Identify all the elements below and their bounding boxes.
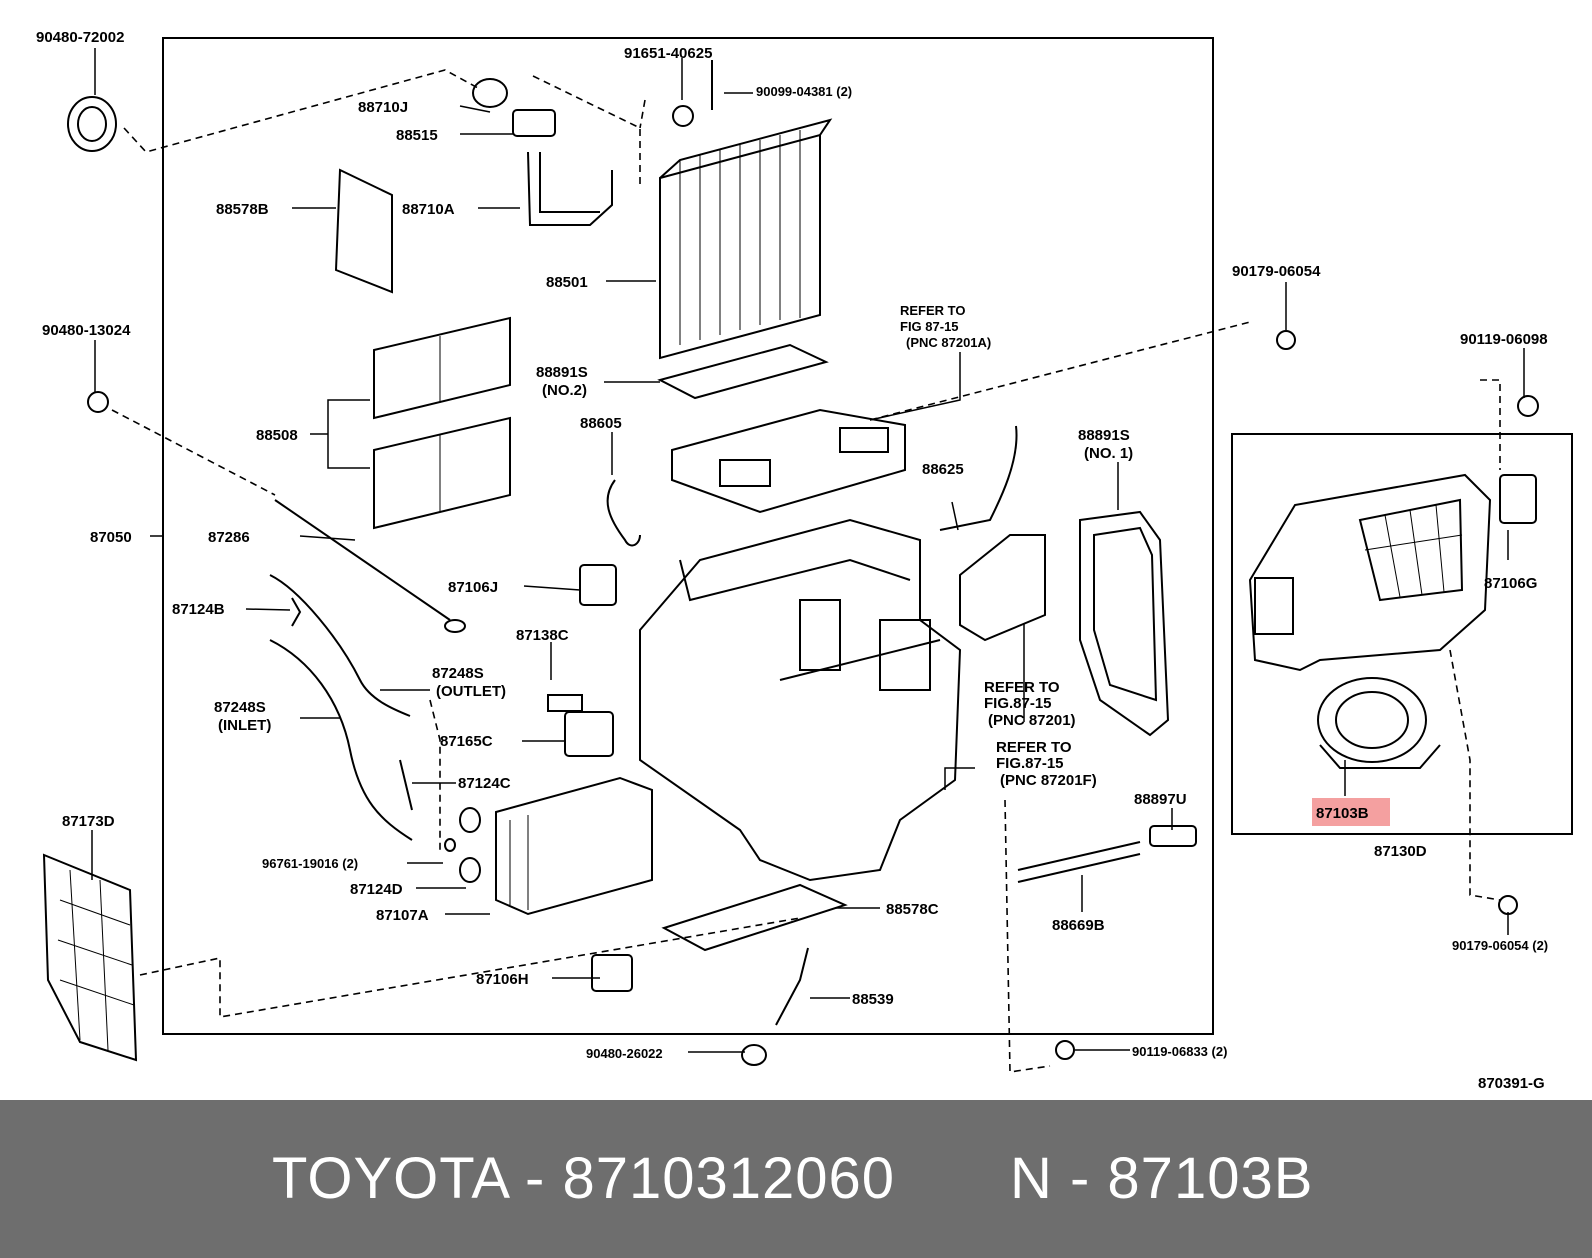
label-refer-87201-1: REFER TO (984, 679, 1060, 696)
label-90099-04381: 90099-04381 (2) (756, 84, 852, 99)
label-87106H: 87106H (476, 971, 529, 988)
label-87130D: 87130D (1374, 843, 1427, 860)
main-frame (162, 37, 1214, 1035)
label-refer-87201F-1: REFER TO (996, 739, 1072, 756)
label-refer-87201-3: (PNC 87201) (988, 712, 1076, 729)
footer-bar: TOYOTA - 8710312060 N - 87103B (0, 1100, 1592, 1258)
label-87248S-outlet: 87248S (432, 665, 484, 682)
label-88515: 88515 (396, 127, 438, 144)
label-88891S-no2: 88891S (536, 364, 588, 381)
label-88710J: 88710J (358, 99, 408, 116)
label-87124C: 87124C (458, 775, 511, 792)
label-87103B: 87103B (1316, 805, 1369, 822)
label-87124B: 87124B (172, 601, 225, 618)
label-90119-06098: 90119-06098 (1460, 331, 1548, 348)
footer-reference: N - 87103B (1010, 1146, 1314, 1211)
label-90119-06833: 90119-06833 (2) (1132, 1044, 1227, 1059)
label-87050: 87050 (90, 529, 132, 546)
label-87124D: 87124D (350, 881, 403, 898)
label-90480-72002: 90480-72002 (36, 29, 124, 46)
label-87106G: 87106G (1484, 575, 1537, 592)
label-88891S-no1: 88891S (1078, 427, 1130, 444)
label-88501: 88501 (546, 274, 588, 291)
label-88508: 88508 (256, 427, 298, 444)
label-88891S-no1-sub: (NO. 1) (1084, 445, 1133, 462)
label-88897U: 88897U (1134, 791, 1187, 808)
label-87106J: 87106J (448, 579, 498, 596)
label-refer-87201A-1: REFER TO (900, 303, 966, 318)
label-87107A: 87107A (376, 907, 429, 924)
label-refer-87201A-2: FIG 87-15 (900, 319, 959, 334)
label-87173D: 87173D (62, 813, 115, 830)
parts-diagram: 90480-72002 91651-40625 90099-04381 (2) … (36, 29, 1573, 1092)
label-88625: 88625 (922, 461, 964, 478)
label-870391-G: 870391-G (1478, 1075, 1545, 1092)
label-refer-87201-2: FIG.87-15 (984, 695, 1052, 712)
label-91651-40625: 91651-40625 (624, 45, 712, 62)
label-88539: 88539 (852, 991, 894, 1008)
label-87248S-inlet: 87248S (214, 699, 266, 716)
footer-part-number: TOYOTA - 8710312060 (272, 1146, 896, 1211)
label-87286: 87286 (208, 529, 250, 546)
label-90480-13024: 90480-13024 (42, 322, 131, 339)
label-87248S-outlet-sub: (OUTLET) (436, 683, 506, 700)
label-87165C: 87165C (440, 733, 493, 750)
label-90480-26022: 90480-26022 (586, 1046, 663, 1061)
label-87138C: 87138C (516, 627, 569, 644)
label-87248S-inlet-sub: (INLET) (218, 717, 271, 734)
label-88669B: 88669B (1052, 917, 1105, 934)
label-88578C: 88578C (886, 901, 939, 918)
label-88891S-no2-sub: (NO.2) (542, 382, 587, 399)
label-88605: 88605 (580, 415, 622, 432)
highlight-87103B (1312, 798, 1390, 826)
label-refer-87201F-2: FIG.87-15 (996, 755, 1064, 772)
label-refer-87201A-3: (PNC 87201A) (906, 335, 991, 350)
label-88578B: 88578B (216, 201, 269, 218)
label-96761-19016: 96761-19016 (2) (262, 856, 358, 871)
label-refer-87201F-3: (PNC 87201F) (1000, 772, 1097, 789)
blower-frame (1231, 433, 1573, 835)
label-90179-06054-2: 90179-06054 (2) (1452, 938, 1548, 953)
label-90179-06054: 90179-06054 (1232, 263, 1321, 280)
label-88710A: 88710A (402, 201, 455, 218)
